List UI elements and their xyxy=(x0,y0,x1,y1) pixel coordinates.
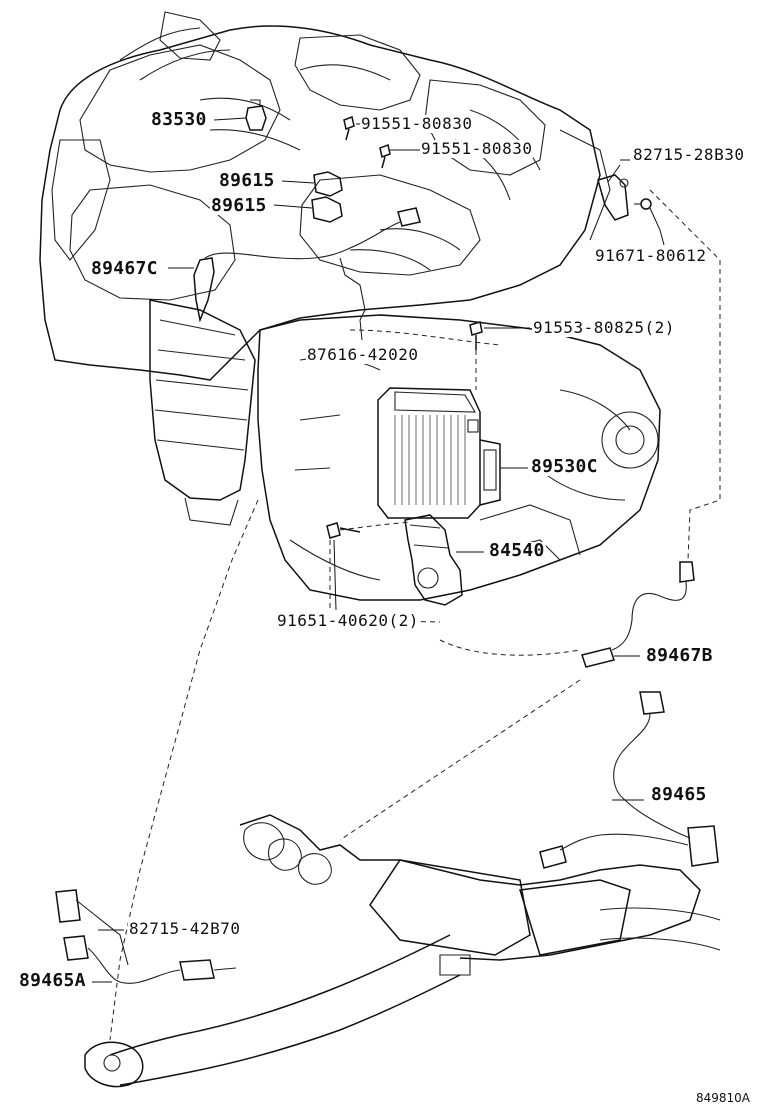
sensor-89615-a xyxy=(313,171,343,197)
diagram-reference-code: 849810A xyxy=(696,1091,751,1105)
callout-87616-42020[interactable]: 87616-42020 xyxy=(306,345,420,364)
ecu-module xyxy=(377,387,501,519)
sensor-83530 xyxy=(245,99,267,131)
bracket-82715-28b30 xyxy=(597,174,629,221)
bolt-91551-80830-b xyxy=(379,143,391,169)
bolt-91553-80825 xyxy=(469,321,483,350)
neutral-start-switch xyxy=(404,514,463,606)
leader-lines xyxy=(92,117,665,983)
callout-89615-a[interactable]: 89615 xyxy=(218,170,276,191)
callout-91553-80825[interactable]: 91553-80825(2) xyxy=(532,318,676,337)
callout-89465a[interactable]: 89465A xyxy=(18,970,87,991)
oxygen-sensor-89465 xyxy=(539,691,719,869)
callout-91671-80612[interactable]: 91671-80612 xyxy=(594,246,708,265)
callout-89467c[interactable]: 89467C xyxy=(90,258,159,279)
callout-83530[interactable]: 83530 xyxy=(150,109,208,130)
bolt-91671-80612 xyxy=(634,198,652,210)
callout-89467b[interactable]: 89467B xyxy=(645,645,714,666)
oxygen-sensor-89465a xyxy=(55,889,237,984)
bolt-91651-40620 xyxy=(326,522,361,539)
oxygen-sensor-89467c xyxy=(193,207,421,323)
callout-82715-28b30[interactable]: 82715-28B30 xyxy=(632,145,746,164)
callout-91551-80830-b[interactable]: 91551-80830 xyxy=(420,139,534,158)
sensor-89615-b xyxy=(311,196,343,223)
engine-assembly xyxy=(39,11,611,381)
oxygen-sensor-89467b xyxy=(581,561,695,668)
phantom-lines xyxy=(109,189,721,1041)
callout-91551-80830-a[interactable]: 91551-80830 xyxy=(360,114,474,133)
bolt-91551-80830-a xyxy=(343,115,355,141)
callout-89530c[interactable]: 89530C xyxy=(530,456,599,477)
front-exhaust-manifold xyxy=(149,299,256,526)
callout-89465[interactable]: 89465 xyxy=(650,784,708,805)
callout-84540[interactable]: 84540 xyxy=(488,540,546,561)
callout-89615-b[interactable]: 89615 xyxy=(210,195,268,216)
callout-91651-40620[interactable]: 91651-40620(2) xyxy=(276,611,420,630)
callout-82715-42b70[interactable]: 82715-42B70 xyxy=(128,919,242,938)
exhaust-pipe-assembly xyxy=(84,814,721,1088)
